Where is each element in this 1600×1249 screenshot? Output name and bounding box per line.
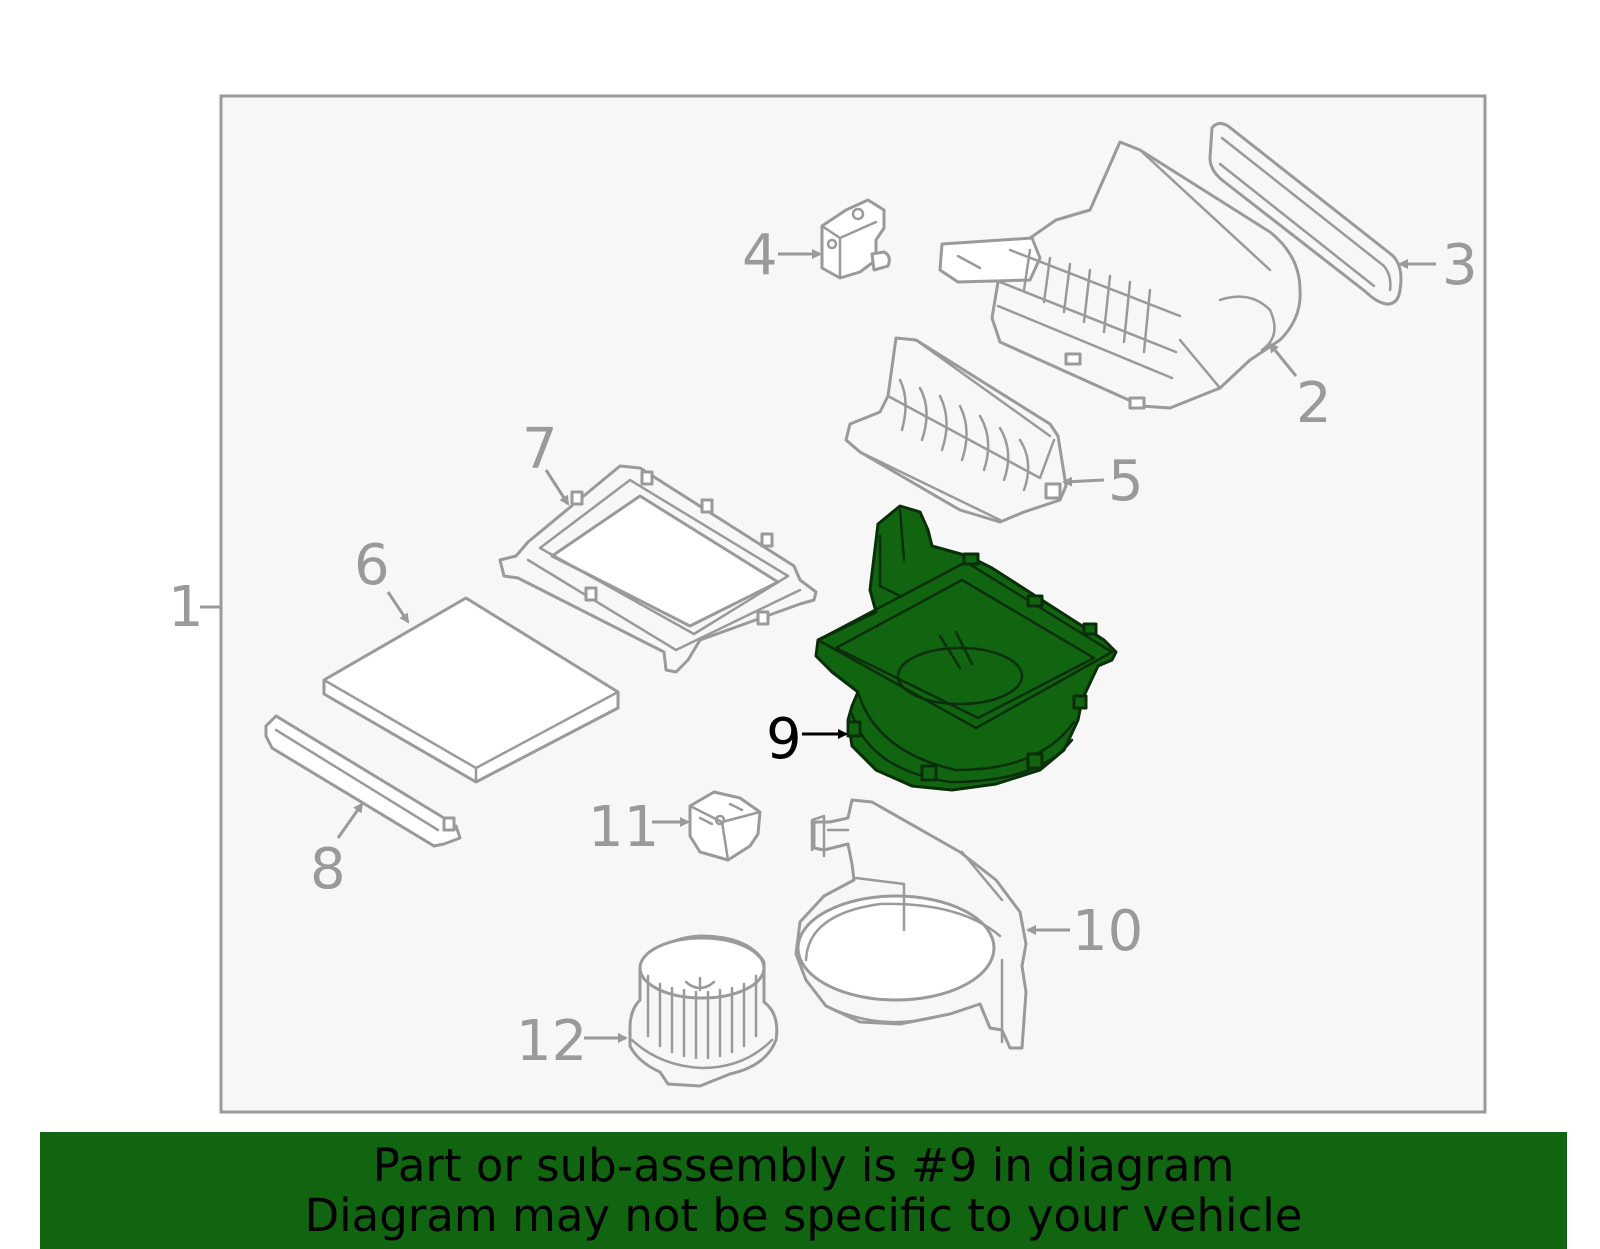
leader-2	[1268, 342, 1298, 377]
callout-12: 12	[516, 1009, 587, 1074]
part-2-intake-case	[938, 140, 1302, 410]
callout-3: 3	[1442, 233, 1478, 298]
part-9-blower-upper-case	[814, 504, 1118, 792]
part-11-resistor	[688, 790, 762, 862]
banner-part-number-line: Part or sub-assembly is #9 in diagram	[372, 1138, 1235, 1192]
part-5-filter-cover	[844, 336, 1068, 524]
callout-8: 8	[310, 837, 346, 902]
leader-8	[336, 802, 364, 839]
leader-7	[544, 469, 570, 506]
part-4-sensor	[820, 198, 891, 280]
callout-1: 1	[168, 575, 204, 640]
leader-6	[386, 591, 410, 624]
part-8-filter-door	[264, 714, 462, 848]
callout-2: 2	[1296, 371, 1332, 436]
part-3-seal	[1208, 121, 1403, 306]
part-6-cabin-filter	[322, 596, 620, 784]
part-7-filter-frame	[498, 464, 818, 674]
parts-diagram: 1 2 3 4 5 6 7 8 9 10 11 12	[168, 94, 1487, 1114]
callout-6: 6	[354, 533, 390, 598]
part-10-blower-lower-case	[794, 798, 1028, 1050]
callout-10: 10	[1072, 899, 1143, 964]
part-12-blower-motor	[628, 934, 779, 1088]
callout-7: 7	[522, 417, 558, 482]
banner-disclaimer-line: Diagram may not be specific to your vehi…	[304, 1188, 1303, 1242]
callout-11: 11	[588, 795, 659, 860]
callout-9: 9	[766, 707, 802, 772]
callout-4: 4	[742, 223, 778, 288]
callout-5: 5	[1108, 449, 1144, 514]
info-banner: Part or sub-assembly is #9 in diagram Di…	[40, 1132, 1567, 1249]
leader-5	[1062, 476, 1105, 487]
